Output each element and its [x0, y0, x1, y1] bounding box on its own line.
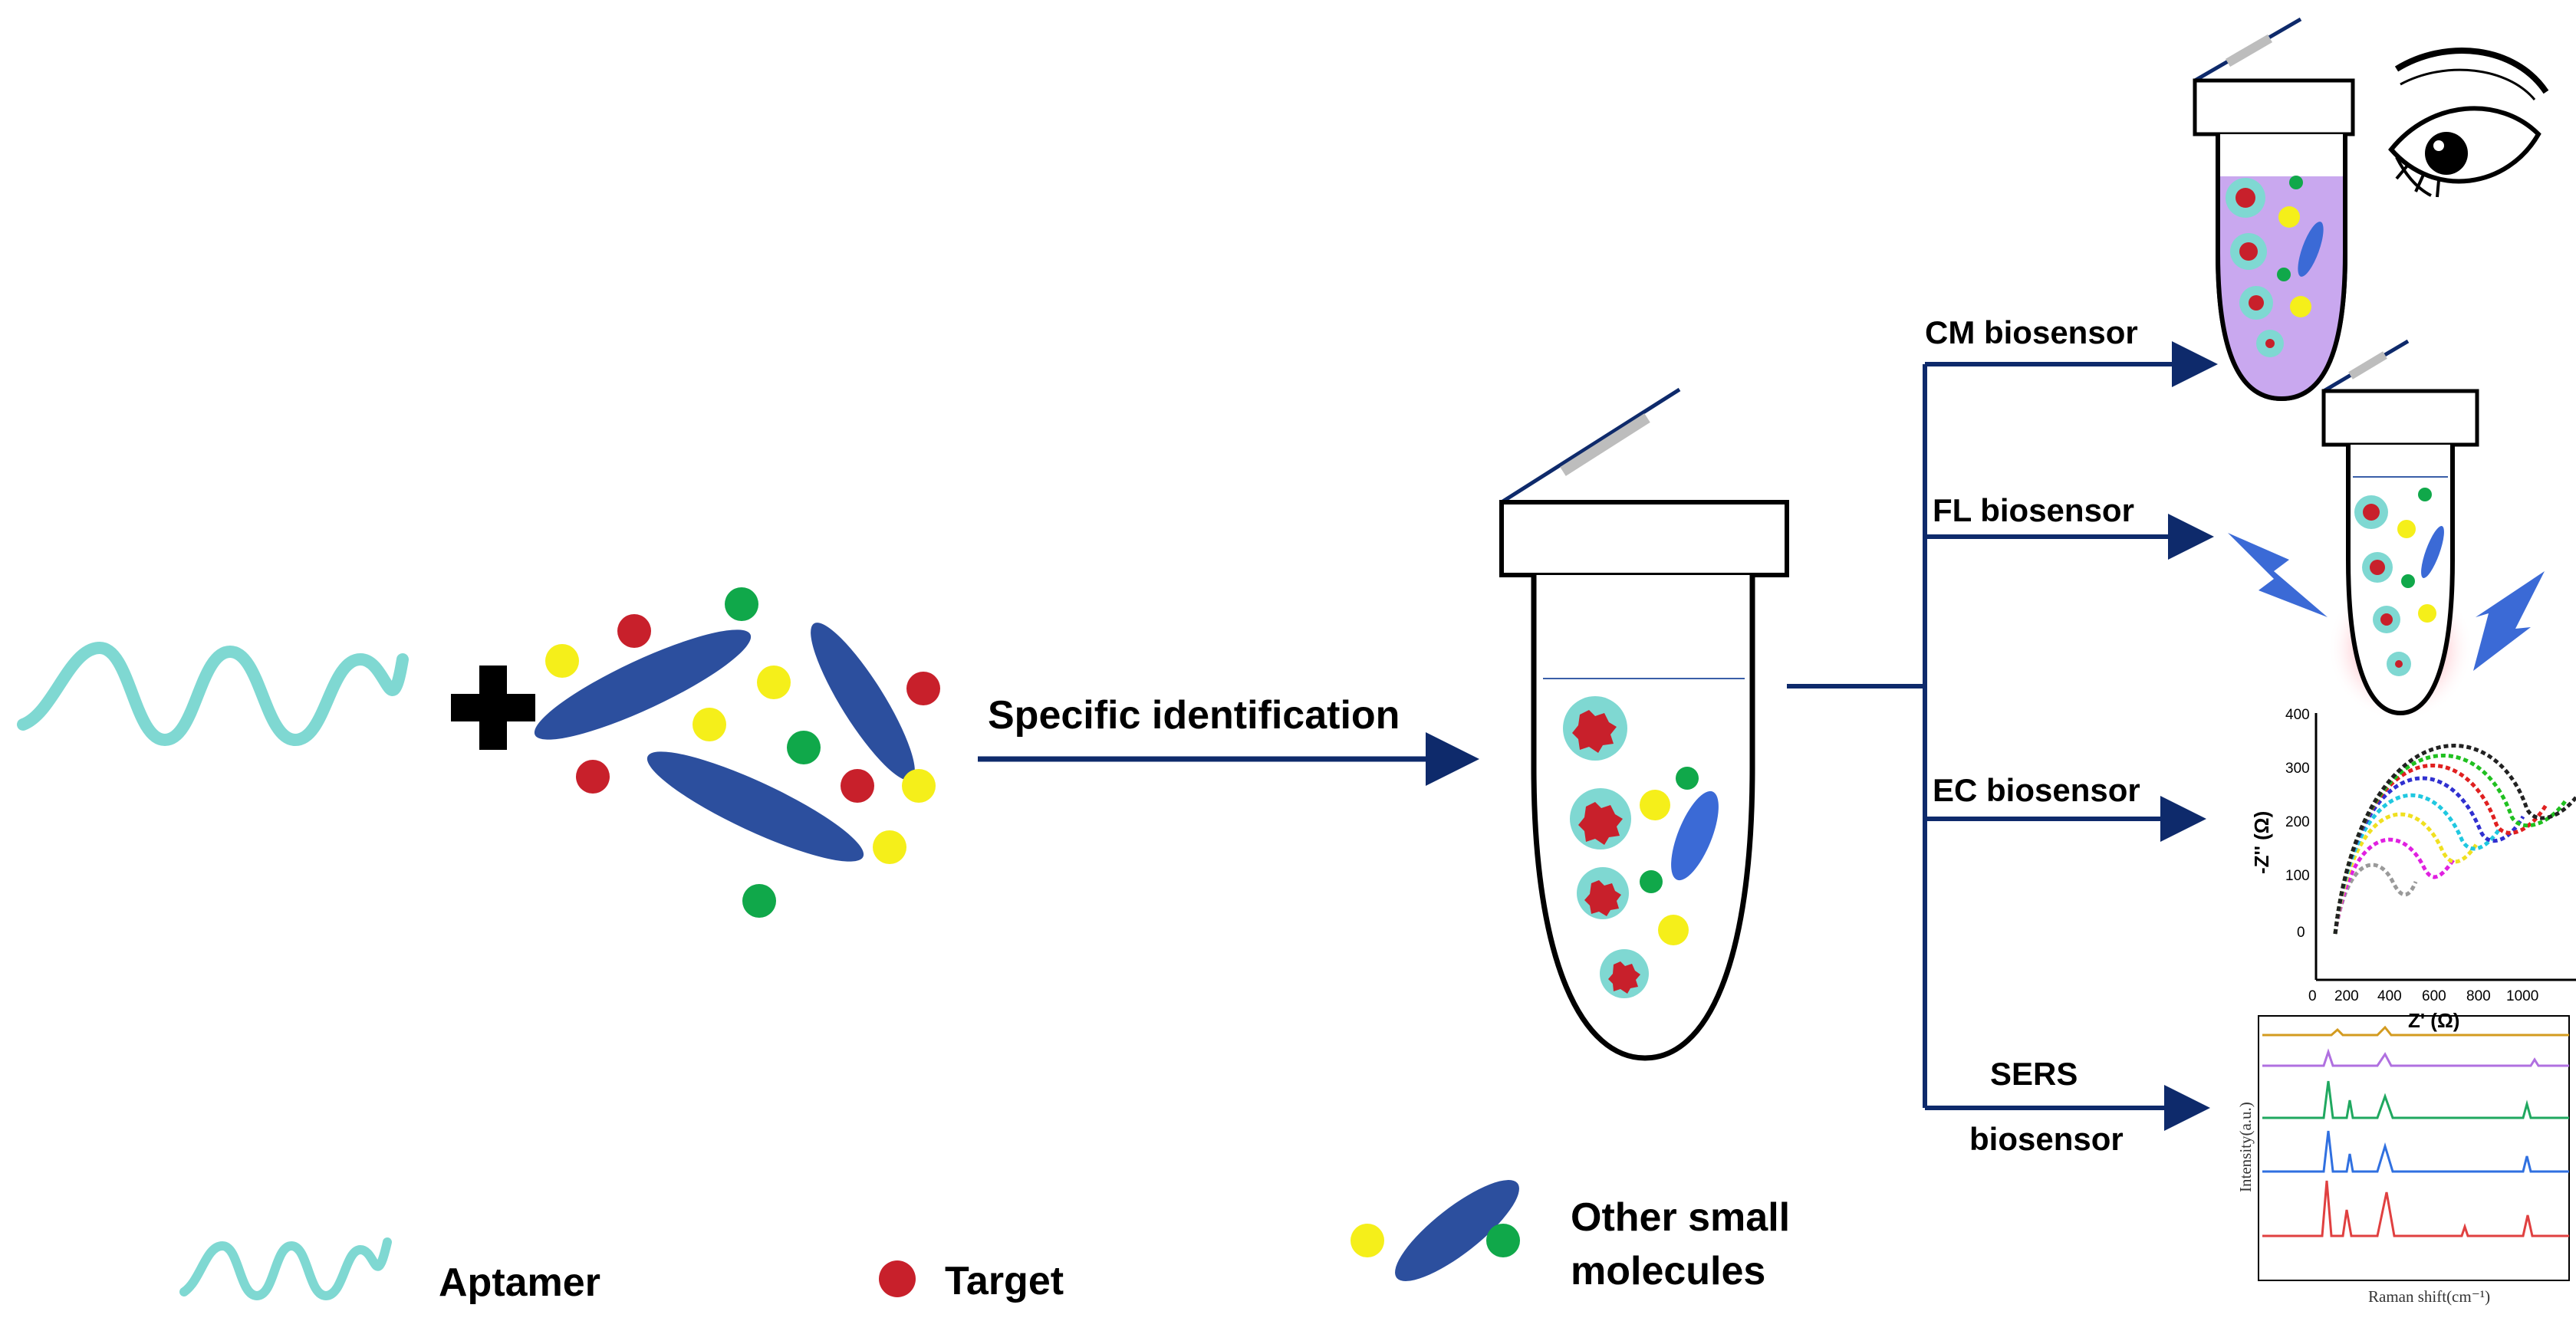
legend-aptamer-label: Aptamer [439, 1260, 600, 1305]
x-tick-label: 1000 [2506, 988, 2538, 1004]
lightning-icon [2473, 571, 2545, 671]
lightning-icon [2228, 533, 2328, 617]
y-tick-label: 200 [2285, 814, 2310, 830]
yellow-dot [1640, 790, 1670, 820]
tube-cap [2193, 78, 2355, 136]
aptamer-wave [17, 641, 409, 747]
other-molecule-ellipse [811, 623, 915, 781]
branch-connector [1787, 364, 1927, 1108]
fl-biosensor-label: FL biosensor [1933, 492, 2134, 528]
ec-branch-arrow: EC biosensor [1925, 772, 2206, 842]
target-dot [841, 769, 874, 803]
molecule-mixture [534, 587, 940, 918]
yellow-dot [545, 644, 579, 678]
y-tick-label: 300 [2285, 761, 2310, 777]
specific-identification-label: Specific identification [988, 693, 1400, 738]
ec-biosensor-label: EC biosensor [1933, 772, 2140, 808]
tube-cap [1499, 500, 1789, 577]
aptamer-target-complex [1577, 867, 1629, 919]
x-tick-label: 600 [2422, 988, 2446, 1004]
eye-icon [2388, 48, 2549, 198]
yellow-dot [873, 830, 906, 864]
sers-biosensor-label-line2: biosensor [1969, 1121, 2124, 1157]
yellow-dot [757, 666, 791, 699]
sers-x-axis-title: Raman shift(cm⁻¹) [2368, 1287, 2490, 1306]
legend-other-molecules-icon [1351, 1180, 1520, 1281]
x-tick-label: 800 [2466, 988, 2491, 1004]
other-molecule-ellipse [1671, 790, 1719, 881]
cm-branch-arrow: CM biosensor [1925, 314, 2218, 387]
sers-y-axis-title: Intensity(a.u.) [2236, 1102, 2255, 1192]
center-tube [1499, 387, 1789, 1061]
yellow-dot [1658, 915, 1689, 945]
plus-icon [451, 666, 535, 750]
yellow-dot [902, 769, 936, 803]
other-molecule-ellipse [646, 751, 864, 862]
tube-cap [2321, 389, 2479, 447]
y-tick-label: 100 [2285, 868, 2310, 884]
green-dot [1676, 767, 1699, 790]
y-tick-label: 0 [2297, 925, 2305, 941]
target-dot [576, 760, 610, 794]
ec-y-axis-title: -Z'' (Ω) [2250, 811, 2273, 874]
ec-x-axis-title: Z' (Ω) [2408, 1009, 2459, 1032]
green-dot [787, 731, 821, 764]
cm-tube [2193, 17, 2355, 402]
tube-body [1531, 575, 1755, 1061]
sers-biosensor-label-line1: SERS [1990, 1056, 2078, 1092]
x-tick-label: 0 [2308, 988, 2317, 1004]
legend-target-icon [879, 1260, 916, 1297]
ec-y-ticks: 400 300 200 100 0 [2285, 707, 2310, 941]
green-dot [742, 884, 776, 918]
cm-biosensor-label: CM biosensor [1925, 314, 2138, 350]
sers-branch-arrow: SERS biosensor [1925, 1056, 2210, 1157]
legend-other-molecules-label-line2: molecules [1571, 1249, 1765, 1293]
fl-branch-arrow: FL biosensor [1925, 492, 2214, 560]
x-tick-label: 400 [2377, 988, 2402, 1004]
green-dot [725, 587, 758, 621]
legend-target-label: Target [945, 1259, 1064, 1303]
ec-x-ticks: 0 200 400 600 800 1000 [2308, 988, 2538, 1004]
legend-aptamer-icon [179, 1237, 392, 1301]
yellow-dot [693, 708, 726, 741]
y-tick-label: 400 [2285, 707, 2310, 723]
aptamer-target-complex [1600, 949, 1649, 998]
other-molecule-ellipse [534, 629, 752, 740]
green-dot [1640, 870, 1663, 893]
target-dot [906, 672, 940, 705]
aptamer-target-complex [1570, 788, 1631, 850]
fl-tube [2321, 339, 2479, 721]
aptamer-target-complex [1563, 696, 1627, 761]
x-tick-label: 200 [2334, 988, 2359, 1004]
ec-nyquist-chart: 400 300 200 100 0 0 200 400 600 800 1000… [2250, 707, 2576, 1032]
legend-other-molecules-label-line1: Other small [1571, 1195, 1790, 1240]
target-dot [617, 614, 651, 648]
sers-spectrum-chart: Intensity(a.u.) Raman shift(cm⁻¹) [2236, 1015, 2570, 1306]
